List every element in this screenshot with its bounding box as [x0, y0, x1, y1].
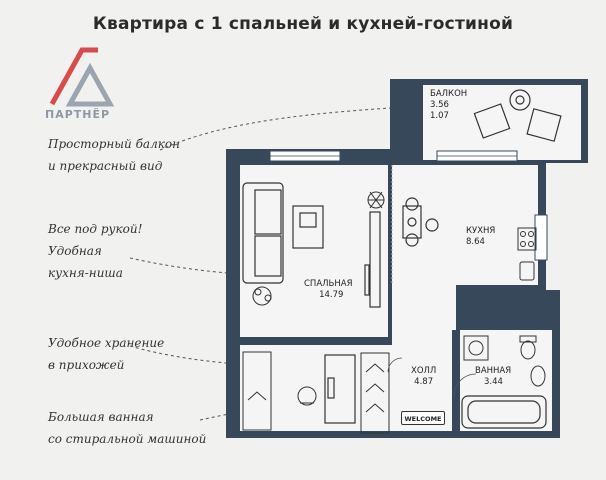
toilet-icon: [519, 335, 537, 360]
washing-machine-icon: [463, 335, 489, 361]
bedroom-label: СПАЛЬНАЯ 14.79: [304, 279, 353, 300]
office-chair-icon: [297, 386, 317, 406]
balcony-label: БАЛКОН 3.56 1.07: [430, 89, 468, 121]
balcony-floor: [423, 85, 581, 160]
tv-stand-icon: [364, 211, 381, 308]
sink-icon: [519, 261, 535, 281]
brand-name: ПАРТНЁР: [45, 108, 111, 121]
partner-logo-icon: [49, 47, 115, 107]
dining-table-icon: [402, 197, 439, 247]
sofa-icon: [242, 182, 284, 284]
hall-label: ХОЛЛ 4.87: [411, 366, 437, 387]
doormat: WELCOME: [401, 411, 445, 425]
bedroom-floor: [240, 165, 388, 337]
plant-icon: [367, 191, 385, 209]
stove-icon: [517, 227, 537, 251]
chair-icon: [252, 286, 272, 306]
kitchen-floor: [392, 165, 538, 285]
balcony-chair-icon: [473, 89, 562, 142]
washbasin-icon: [530, 365, 546, 387]
coffee-table-icon: [292, 205, 324, 249]
bathroom-label: ВАННАЯ 3.44: [475, 366, 512, 387]
wardrobe-icon: [360, 352, 390, 434]
page-title: Квартира с 1 спальней и кухней-гостиной: [92, 14, 514, 34]
shelf-icon: [242, 351, 272, 431]
bathroom-floor: [460, 330, 552, 431]
desk-icon: [324, 354, 356, 424]
bathtub-icon: [461, 395, 547, 429]
kitchen-label: КУХНЯ 8.64: [466, 226, 496, 247]
